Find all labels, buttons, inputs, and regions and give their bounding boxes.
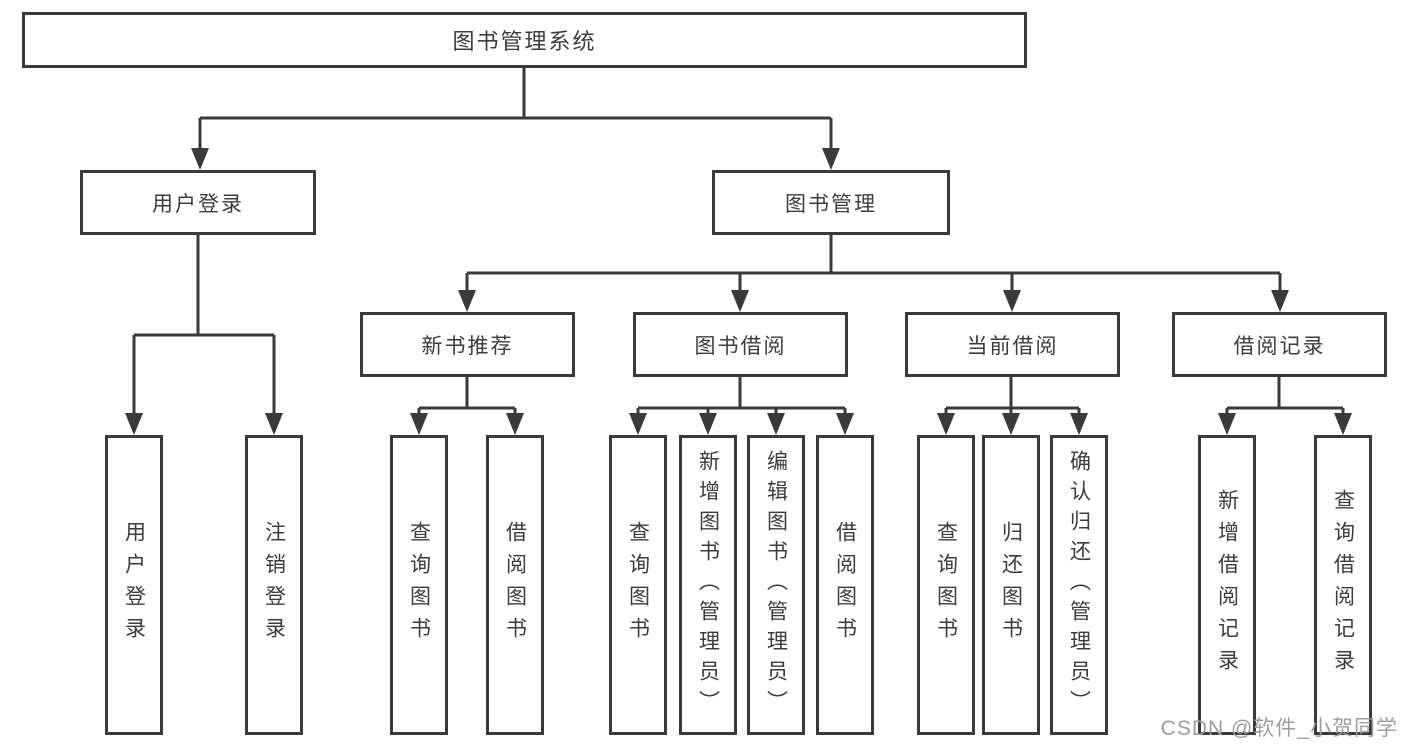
arrow-down-icon xyxy=(191,148,209,170)
leaf-query-books-borrowing: 查询图书 xyxy=(609,435,667,735)
connector-new-book-recommend xyxy=(410,377,524,435)
connector-root xyxy=(191,68,840,170)
connector-user-login xyxy=(125,235,283,435)
leaf-confirm-return-admin: 确认归还（管理员） xyxy=(1050,435,1108,735)
arrow-down-icon xyxy=(822,148,840,170)
leaf-label: 查询图书 xyxy=(407,521,431,649)
node-borrowing-records: 借阅记录 xyxy=(1172,312,1387,377)
leaf-borrow-books-borrowing: 借阅图书 xyxy=(816,435,874,735)
arrow-down-icon xyxy=(1002,413,1020,435)
node-user-login: 用户登录 xyxy=(80,170,316,235)
connector-borrowing-records xyxy=(1218,377,1352,435)
leaf-label: 查询借阅记录 xyxy=(1331,489,1355,681)
leaf-label: 归还图书 xyxy=(999,521,1023,649)
leaf-label: 确认归还（管理员） xyxy=(1067,450,1091,720)
arrow-down-icon xyxy=(1334,413,1352,435)
arrow-down-icon xyxy=(506,413,524,435)
leaf-label: 借阅图书 xyxy=(503,521,527,649)
leaf-label: 新增图书（管理员） xyxy=(696,450,720,720)
leaf-label: 新增借阅记录 xyxy=(1215,489,1239,681)
arrow-down-icon xyxy=(1070,413,1088,435)
node-library-management-system: 图书管理系统 xyxy=(22,12,1027,68)
leaf-query-borrow-record: 查询借阅记录 xyxy=(1314,435,1372,735)
leaf-label: 查询图书 xyxy=(626,521,650,649)
leaf-borrow-books-newbook: 借阅图书 xyxy=(486,435,544,735)
leaf-user-login: 用户登录 xyxy=(105,435,163,735)
leaf-add-borrow-record: 新增借阅记录 xyxy=(1198,435,1256,735)
arrow-down-icon xyxy=(629,413,647,435)
connector-book-management xyxy=(458,235,1289,312)
connector-current-borrowing xyxy=(937,377,1088,435)
arrow-down-icon xyxy=(699,413,717,435)
node-book-management: 图书管理 xyxy=(712,170,950,235)
leaf-return-books: 归还图书 xyxy=(982,435,1040,735)
leaf-logout-login: 注销登录 xyxy=(245,435,303,735)
arrow-down-icon xyxy=(1003,290,1021,312)
leaf-label: 编辑图书（管理员） xyxy=(764,450,788,720)
arrow-down-icon xyxy=(1218,413,1236,435)
node-book-borrowing: 图书借阅 xyxy=(633,312,848,377)
leaf-label: 注销登录 xyxy=(262,521,286,649)
arrow-down-icon xyxy=(731,290,749,312)
connector-book-borrowing xyxy=(629,377,854,435)
arrow-down-icon xyxy=(767,413,785,435)
arrow-down-icon xyxy=(125,413,143,435)
node-current-borrowing: 当前借阅 xyxy=(905,312,1120,377)
leaf-label: 用户登录 xyxy=(122,521,146,649)
arrow-down-icon xyxy=(1271,290,1289,312)
arrow-down-icon xyxy=(937,413,955,435)
leaf-label: 查询图书 xyxy=(934,521,958,649)
arrow-down-icon xyxy=(410,413,428,435)
leaf-edit-books-admin: 编辑图书（管理员） xyxy=(747,435,805,735)
arrow-down-icon xyxy=(458,290,476,312)
node-new-book-recommend: 新书推荐 xyxy=(360,312,575,377)
leaf-query-books-newbook: 查询图书 xyxy=(390,435,448,735)
arrow-down-icon xyxy=(836,413,854,435)
leaf-add-books-admin: 新增图书（管理员） xyxy=(679,435,737,735)
leaf-query-books-current: 查询图书 xyxy=(917,435,975,735)
leaf-label: 借阅图书 xyxy=(833,521,857,649)
watermark: CSDN @软件_小贺同学 xyxy=(1160,717,1398,740)
arrow-down-icon xyxy=(265,413,283,435)
